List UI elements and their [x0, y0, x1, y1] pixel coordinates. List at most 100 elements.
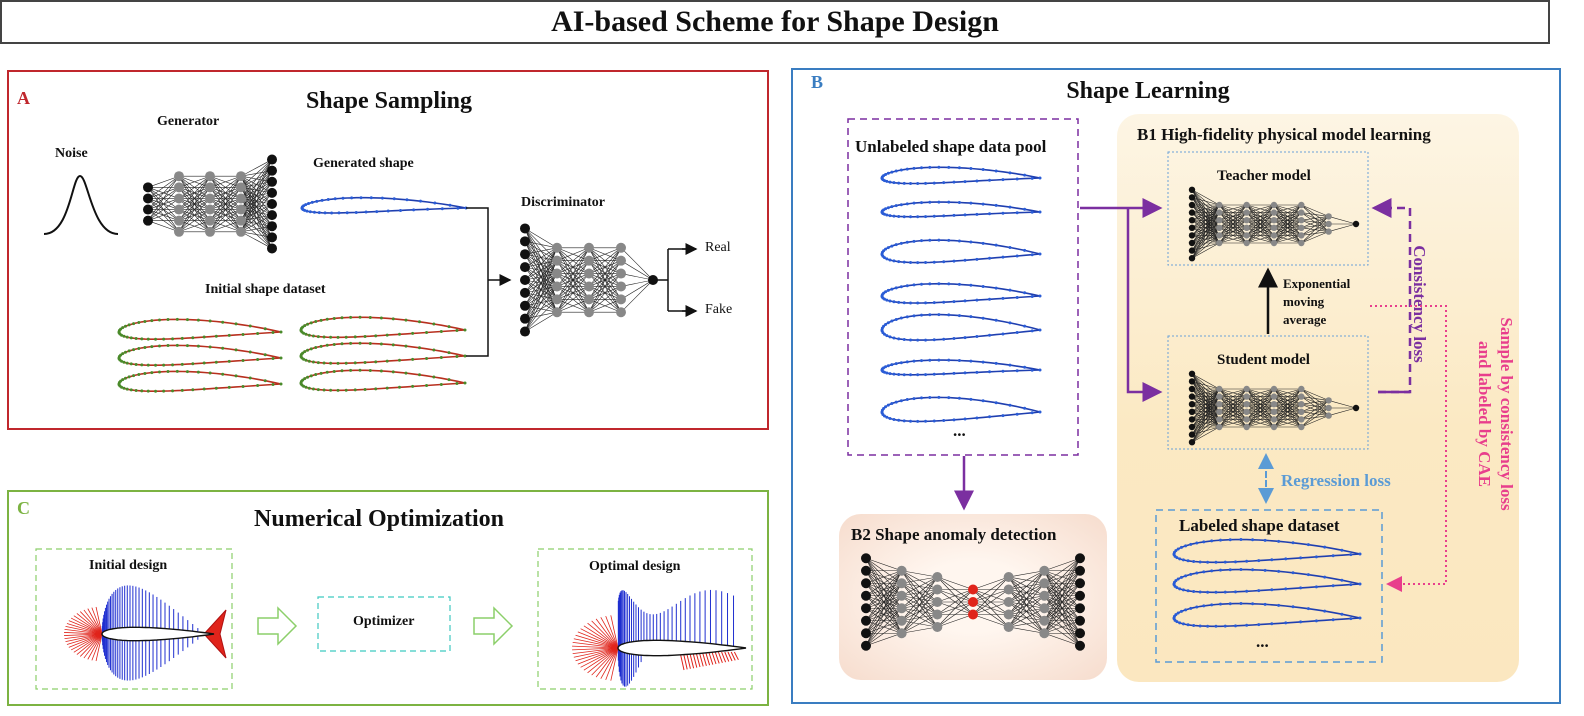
neuron [1188, 408, 1196, 415]
neuron [861, 603, 871, 614]
labeled-box [1155, 509, 1383, 663]
neuron [174, 204, 184, 215]
optimizer-box[interactable] [317, 596, 451, 652]
neuron [584, 281, 594, 292]
neuron [1216, 423, 1223, 431]
neuron [1216, 201, 1223, 209]
neuron [861, 553, 871, 564]
neuron [1188, 217, 1196, 224]
neuron [1243, 423, 1250, 431]
neuron [1270, 385, 1278, 393]
initial-airfoil-right-1 [299, 341, 467, 365]
neuron [205, 182, 215, 193]
labeled-airfoil-2 [1172, 602, 1362, 628]
neuron [1270, 393, 1278, 400]
neuron [1298, 224, 1305, 231]
neuron [1298, 209, 1305, 216]
neuron [1075, 640, 1085, 651]
neuron [1039, 565, 1050, 576]
neuron [584, 268, 594, 279]
neuron [616, 307, 626, 318]
neuron [1075, 628, 1085, 639]
neuron [1270, 423, 1278, 431]
neuron [861, 590, 871, 601]
neuron [1352, 404, 1360, 412]
neuron [584, 294, 594, 305]
neuron [174, 193, 184, 204]
neuron [205, 226, 215, 237]
neuron [1188, 416, 1196, 423]
neuron [1270, 232, 1278, 239]
neuron [520, 236, 530, 247]
neuron [1188, 239, 1196, 247]
neuron [1243, 239, 1250, 247]
neuron [896, 615, 907, 626]
neuron [1243, 401, 1250, 408]
neuron [616, 242, 626, 253]
generator-label: Generator [157, 114, 220, 129]
pool-airfoil-0 [880, 165, 1042, 186]
neuron [1216, 232, 1223, 239]
neuron [1188, 423, 1196, 431]
neuron [932, 584, 943, 595]
neuron [1243, 408, 1250, 415]
neuron [1188, 247, 1196, 254]
optimizer-label: Optimizer [353, 614, 415, 629]
neuron [1270, 217, 1278, 224]
neuron [520, 326, 530, 337]
teacher-box [1167, 151, 1369, 266]
panel-numerical-optimization: C Numerical Optimization Initial design … [7, 490, 769, 706]
discriminator-network [520, 223, 658, 337]
neuron [1075, 553, 1085, 564]
neuron [205, 204, 215, 215]
neuron [236, 215, 246, 226]
initial-airfoil-right-2 [299, 368, 467, 392]
neuron [584, 242, 594, 253]
neuron [1075, 590, 1085, 601]
initial-airfoil-left-0 [117, 317, 283, 341]
panel-c-title: Numerical Optimization [254, 506, 504, 532]
ema-line-3: average [1283, 312, 1327, 327]
pool-airfoil-3 [880, 282, 1042, 305]
neuron [1039, 578, 1050, 589]
neuron [1188, 439, 1196, 446]
neuron [236, 182, 246, 193]
neuron [1298, 401, 1305, 408]
neuron [1298, 201, 1305, 209]
initial-airfoil-left-1 [117, 343, 283, 367]
neuron [267, 232, 277, 243]
neuron [267, 199, 277, 209]
neuron [968, 609, 978, 620]
neuron [267, 176, 277, 187]
neuron [1270, 401, 1278, 408]
neuron [861, 615, 871, 626]
neuron [896, 590, 907, 601]
neuron [1352, 220, 1360, 228]
neuron [1298, 393, 1305, 400]
initial-airfoil-right-0 [299, 315, 467, 339]
neuron [1298, 385, 1305, 393]
neuron [1216, 217, 1223, 224]
neuron [932, 572, 943, 582]
noise-curve [43, 174, 119, 235]
neuron [1003, 597, 1014, 607]
neuron [1325, 213, 1332, 220]
initial-design-label: Initial design [89, 558, 168, 573]
neuron [861, 565, 871, 576]
neuron [861, 578, 871, 589]
neuron [267, 243, 277, 254]
neuron [1216, 224, 1223, 231]
neuron [1216, 408, 1223, 415]
panel-c-letter: C [17, 498, 30, 518]
fake-label: Fake [705, 302, 733, 317]
neuron [520, 275, 530, 285]
student-label: Student model [1217, 352, 1310, 368]
neuron [1039, 603, 1050, 614]
pool-airfoil-2 [880, 238, 1042, 265]
panel-b-title: Shape Learning [1066, 78, 1230, 104]
hollow-arrow-2 [473, 606, 514, 646]
neuron [1075, 603, 1085, 614]
neuron [267, 154, 277, 165]
neuron [1188, 431, 1196, 438]
labeled-airfoil-0 [1172, 538, 1362, 564]
